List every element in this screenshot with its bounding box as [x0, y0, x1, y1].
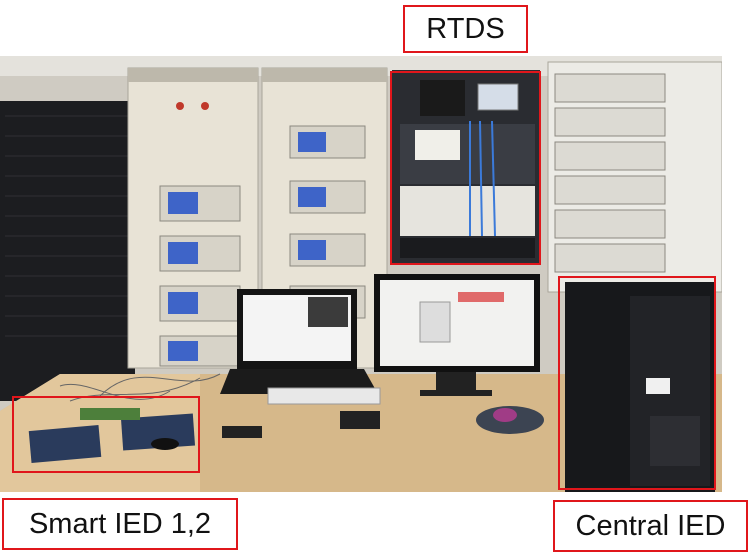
smart-ied-label: Smart IED 1,2: [2, 498, 238, 550]
lab-scene: [0, 56, 722, 492]
smart-ied-boards: [28, 373, 221, 463]
laptop: [220, 289, 378, 394]
tower-pc: [565, 282, 715, 492]
rtds-highlight-box: [390, 71, 541, 265]
central-ied-label: Central IED: [553, 500, 748, 552]
test-equipment-cabinet: [547, 61, 722, 293]
relay-cabinet-1: [127, 67, 259, 369]
smart-ied-highlight-box: [12, 396, 200, 473]
network-switch: [267, 387, 381, 405]
rtds-label: RTDS: [403, 5, 528, 53]
power-adapter: [340, 411, 380, 429]
central-ied-highlight-box: [558, 276, 716, 490]
mouse: [493, 408, 517, 422]
lab-photo: [0, 56, 722, 492]
black-server-rack: [0, 101, 135, 401]
rtds-rack: [392, 70, 540, 265]
monitor: [374, 274, 540, 396]
